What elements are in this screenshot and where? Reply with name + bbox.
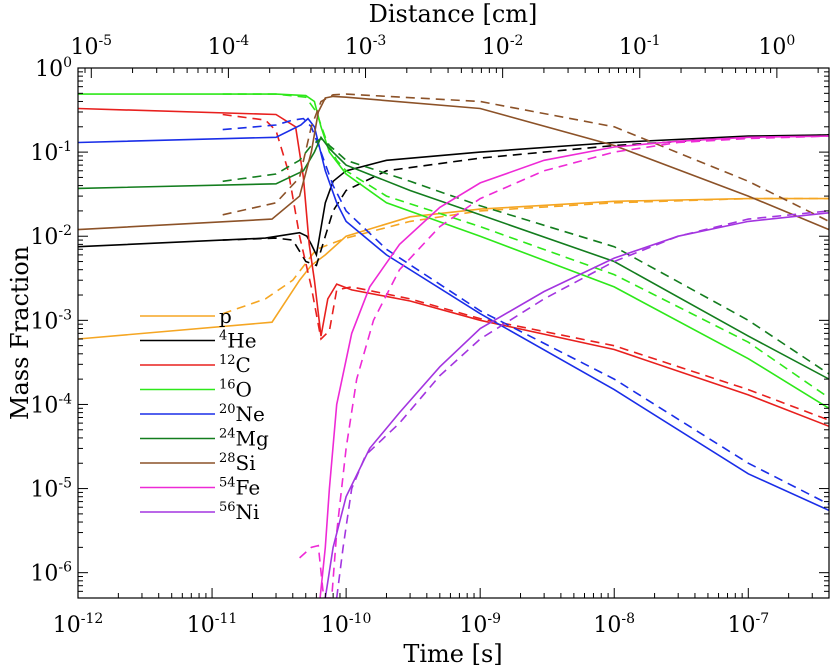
legend-label-16O: 16O (219, 378, 252, 402)
ticks-layer: 10-12 10-11 10-10 10-9 10-8 10-7 10-5 10-4 10-3 1… (30, 33, 830, 638)
x-tick-label: 10-11 (187, 611, 238, 638)
x2-tick-label: 10-5 (70, 33, 112, 60)
x-axis-title: Time [s] (403, 640, 502, 668)
y-tick-label: 10-2 (30, 223, 72, 250)
series-p-solid (78, 197, 829, 340)
y-tick-label: 100 (35, 55, 72, 82)
series-20Ne-solid (78, 117, 829, 512)
series-24Mg-dashed (222, 137, 829, 375)
series-28Si-dashed (222, 93, 829, 223)
y-tick-label: 10-3 (30, 307, 72, 334)
series-12C-dashed (222, 113, 829, 421)
x-tick-label: 10-9 (459, 611, 501, 638)
legend-label-4He: 4He (219, 329, 257, 353)
series-12C-solid (78, 107, 829, 428)
series-16O-solid (78, 93, 829, 409)
x-tick-label: 10-8 (593, 611, 635, 638)
legend-label-20Ne: 20Ne (219, 402, 265, 426)
legend-label-54Fe: 54Fe (219, 476, 260, 500)
x2-tick-label: 100 (758, 33, 795, 60)
series-56Ni-dashed (335, 210, 829, 598)
y-tick-label: 10-6 (30, 560, 72, 587)
y-tick-label: 10-1 (30, 139, 72, 166)
series-layer (78, 93, 829, 598)
x2-tick-label: 10-3 (345, 33, 387, 60)
plot-frame (77, 67, 830, 599)
legend-label-p: p (219, 304, 232, 328)
series-28Si-solid (78, 95, 829, 231)
x-tick-label: 10-7 (727, 611, 769, 638)
y-tick-label: 10-4 (30, 391, 72, 418)
series-p-dashed (222, 197, 829, 315)
series-54Fe-solid (319, 135, 829, 598)
series-4He-solid (78, 134, 829, 258)
y-tick-label: 10-5 (30, 476, 72, 503)
x2-axis-title: Distance [cm] (369, 0, 538, 28)
series-24Mg-solid (78, 135, 829, 380)
y-axis-title: Mass Fraction (6, 246, 34, 420)
series-20Ne-dashed (222, 117, 829, 506)
series-16O-dashed (222, 93, 829, 399)
x-tick-label: 10-10 (321, 611, 372, 638)
legend-label-56Ni: 56Ni (219, 500, 259, 524)
x2-tick-label: 10-4 (208, 33, 250, 60)
legend-label-24Mg: 24Mg (219, 427, 269, 451)
x-tick-label: 10-12 (53, 611, 104, 638)
x2-tick-label: 10-1 (619, 33, 661, 60)
series-54Fe-dashed (299, 135, 829, 598)
x2-tick-label: 10-2 (482, 33, 524, 60)
legend-label-28Si: 28Si (219, 451, 256, 475)
series-56Ni-solid (324, 212, 829, 598)
legend-label-12C: 12C (219, 353, 251, 377)
